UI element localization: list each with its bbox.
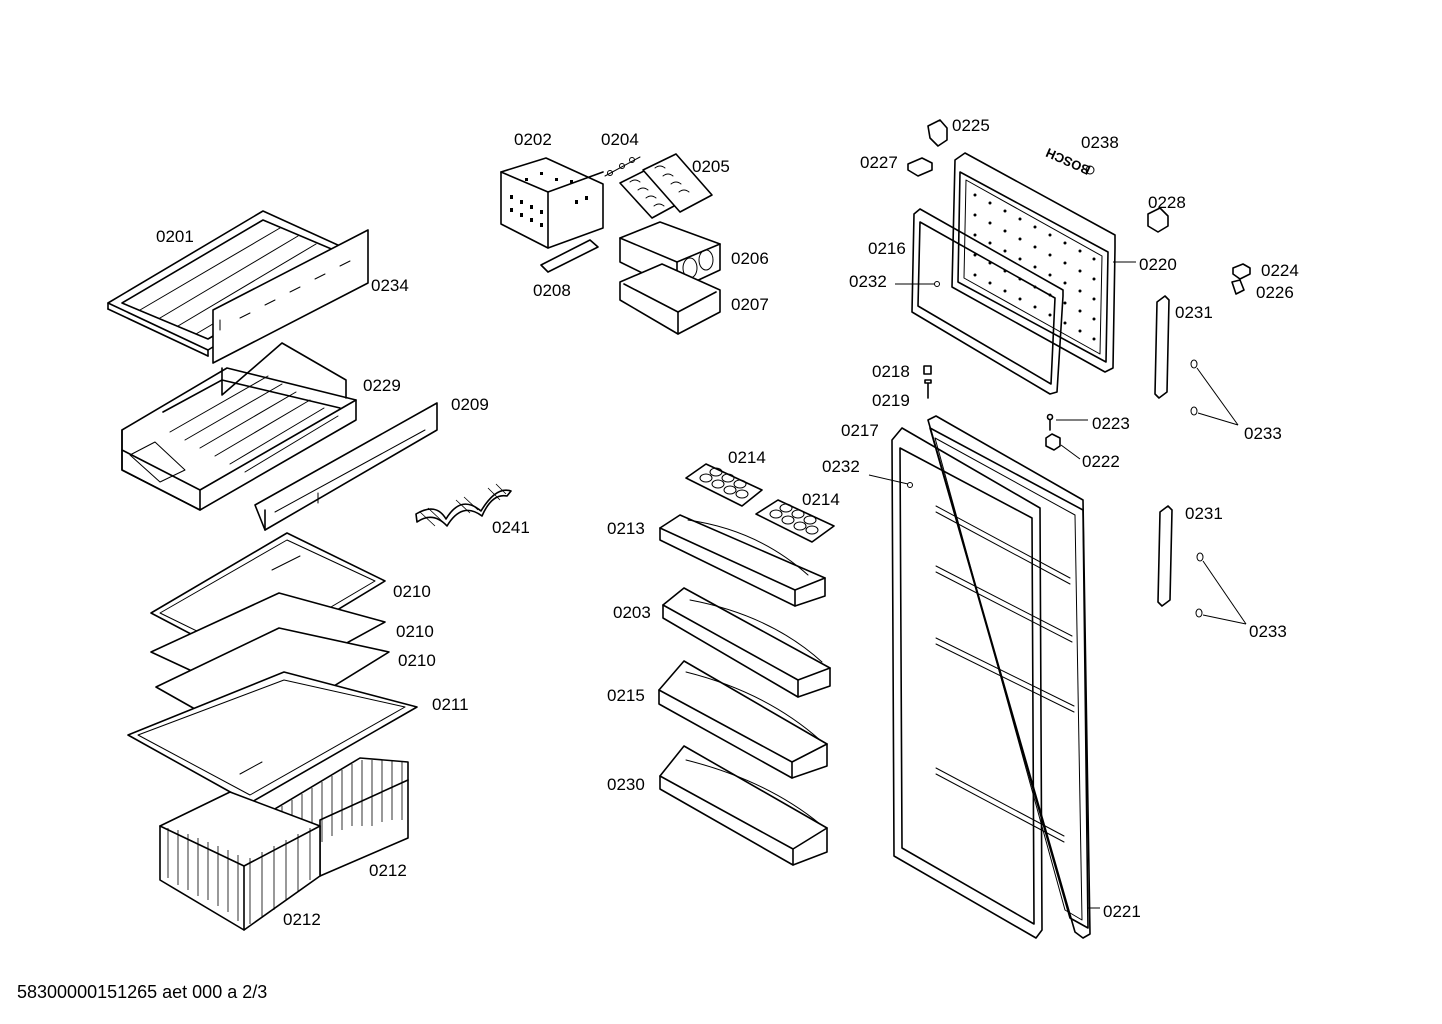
part-0214-egg-tray-b	[755, 499, 835, 543]
part-0232-screw-b	[907, 482, 913, 488]
label-0215: 0215	[607, 686, 645, 705]
part-0241-wine-rack	[415, 483, 512, 527]
label-0218: 0218	[872, 362, 910, 381]
label-0216: 0216	[868, 239, 906, 258]
label-0209: 0209	[451, 395, 489, 414]
part-0231-handle-upper	[1154, 295, 1170, 399]
part-0211-cover	[127, 671, 418, 804]
label-0214-a: 0214	[728, 448, 766, 467]
document-footer-code: 58300000151265 aet 000 a 2/3	[17, 982, 267, 1002]
label-0234: 0234	[371, 276, 409, 295]
part-0223-screw	[1046, 413, 1054, 431]
label-0229: 0229	[363, 376, 401, 395]
label-0238: 0238	[1081, 133, 1119, 152]
part-0221-fridge-door	[927, 415, 1091, 939]
label-0204: 0204	[601, 130, 639, 149]
label-0210-b: 0210	[396, 622, 434, 641]
part-0232-screw-a	[934, 281, 940, 287]
label-0230: 0230	[607, 775, 645, 794]
label-0233-a: 0233	[1244, 424, 1282, 443]
label-0231-b: 0231	[1185, 504, 1223, 523]
part-0228-bracket	[1147, 207, 1169, 233]
part-0213-door-bin	[659, 514, 826, 607]
label-0232-a: 0232	[849, 272, 887, 291]
part-0205-ice-trays	[619, 153, 713, 219]
leader-0232-b	[868, 474, 909, 485]
part-0224-cap	[1232, 263, 1251, 280]
label-0220: 0220	[1139, 255, 1177, 274]
label-0214-b: 0214	[802, 490, 840, 509]
part-0216-gasket	[911, 208, 1064, 395]
label-0232-b: 0232	[822, 457, 860, 476]
label-0212-a: 0212	[369, 861, 407, 880]
label-0202: 0202	[514, 130, 552, 149]
part-0233-screws-upper	[1190, 359, 1239, 426]
part-0219-pin	[924, 379, 932, 399]
part-0204-pins	[604, 156, 641, 177]
label-0223: 0223	[1092, 414, 1130, 433]
label-0201: 0201	[156, 227, 194, 246]
part-0207-tray	[619, 263, 721, 335]
label-0217: 0217	[841, 421, 879, 440]
part-0229-drawer	[121, 342, 357, 511]
label-0203: 0203	[613, 603, 651, 622]
label-0219: 0219	[872, 391, 910, 410]
label-0212-b: 0212	[283, 910, 321, 929]
label-0233-b: 0233	[1249, 622, 1287, 641]
part-0209-rail	[254, 402, 438, 531]
part-0225-clip	[927, 119, 948, 147]
part-0217-gasket	[891, 427, 1043, 939]
label-0211: 0211	[432, 695, 469, 714]
part-0231-handle-lower	[1157, 505, 1173, 607]
label-0224: 0224	[1261, 261, 1299, 280]
part-0212-basket-front	[159, 791, 321, 931]
part-0230-door-bin	[659, 745, 828, 866]
part-0215-door-bin	[658, 660, 828, 779]
part-0234-panel	[212, 229, 369, 364]
label-0226: 0226	[1256, 283, 1294, 302]
part-0202-ice-box	[500, 157, 604, 249]
label-0221: 0221	[1103, 902, 1141, 921]
label-0207: 0207	[731, 295, 769, 314]
part-0218-nut	[923, 365, 932, 375]
label-0213: 0213	[607, 519, 645, 538]
label-0205: 0205	[692, 157, 730, 176]
part-0222-block	[1045, 433, 1061, 451]
label-0206: 0206	[731, 249, 769, 268]
label-0210-a: 0210	[393, 582, 431, 601]
part-0220-freezer-door	[951, 152, 1116, 373]
label-0210-c: 0210	[398, 651, 436, 670]
label-0228: 0228	[1148, 193, 1186, 212]
label-0231-a: 0231	[1175, 303, 1213, 322]
label-0241: 0241	[492, 518, 530, 537]
part-0227-cap	[907, 157, 933, 177]
label-0208: 0208	[533, 281, 571, 300]
label-0222: 0222	[1082, 452, 1120, 471]
label-0227: 0227	[860, 153, 898, 172]
part-0214-egg-tray-a	[685, 463, 763, 507]
part-0233-screws-lower	[1195, 552, 1247, 625]
part-0226-cover	[1231, 279, 1245, 295]
part-0203-door-bin	[662, 587, 831, 698]
part-0208-strip	[540, 239, 599, 273]
leader-0222	[1060, 444, 1081, 460]
label-0225: 0225	[952, 116, 990, 135]
